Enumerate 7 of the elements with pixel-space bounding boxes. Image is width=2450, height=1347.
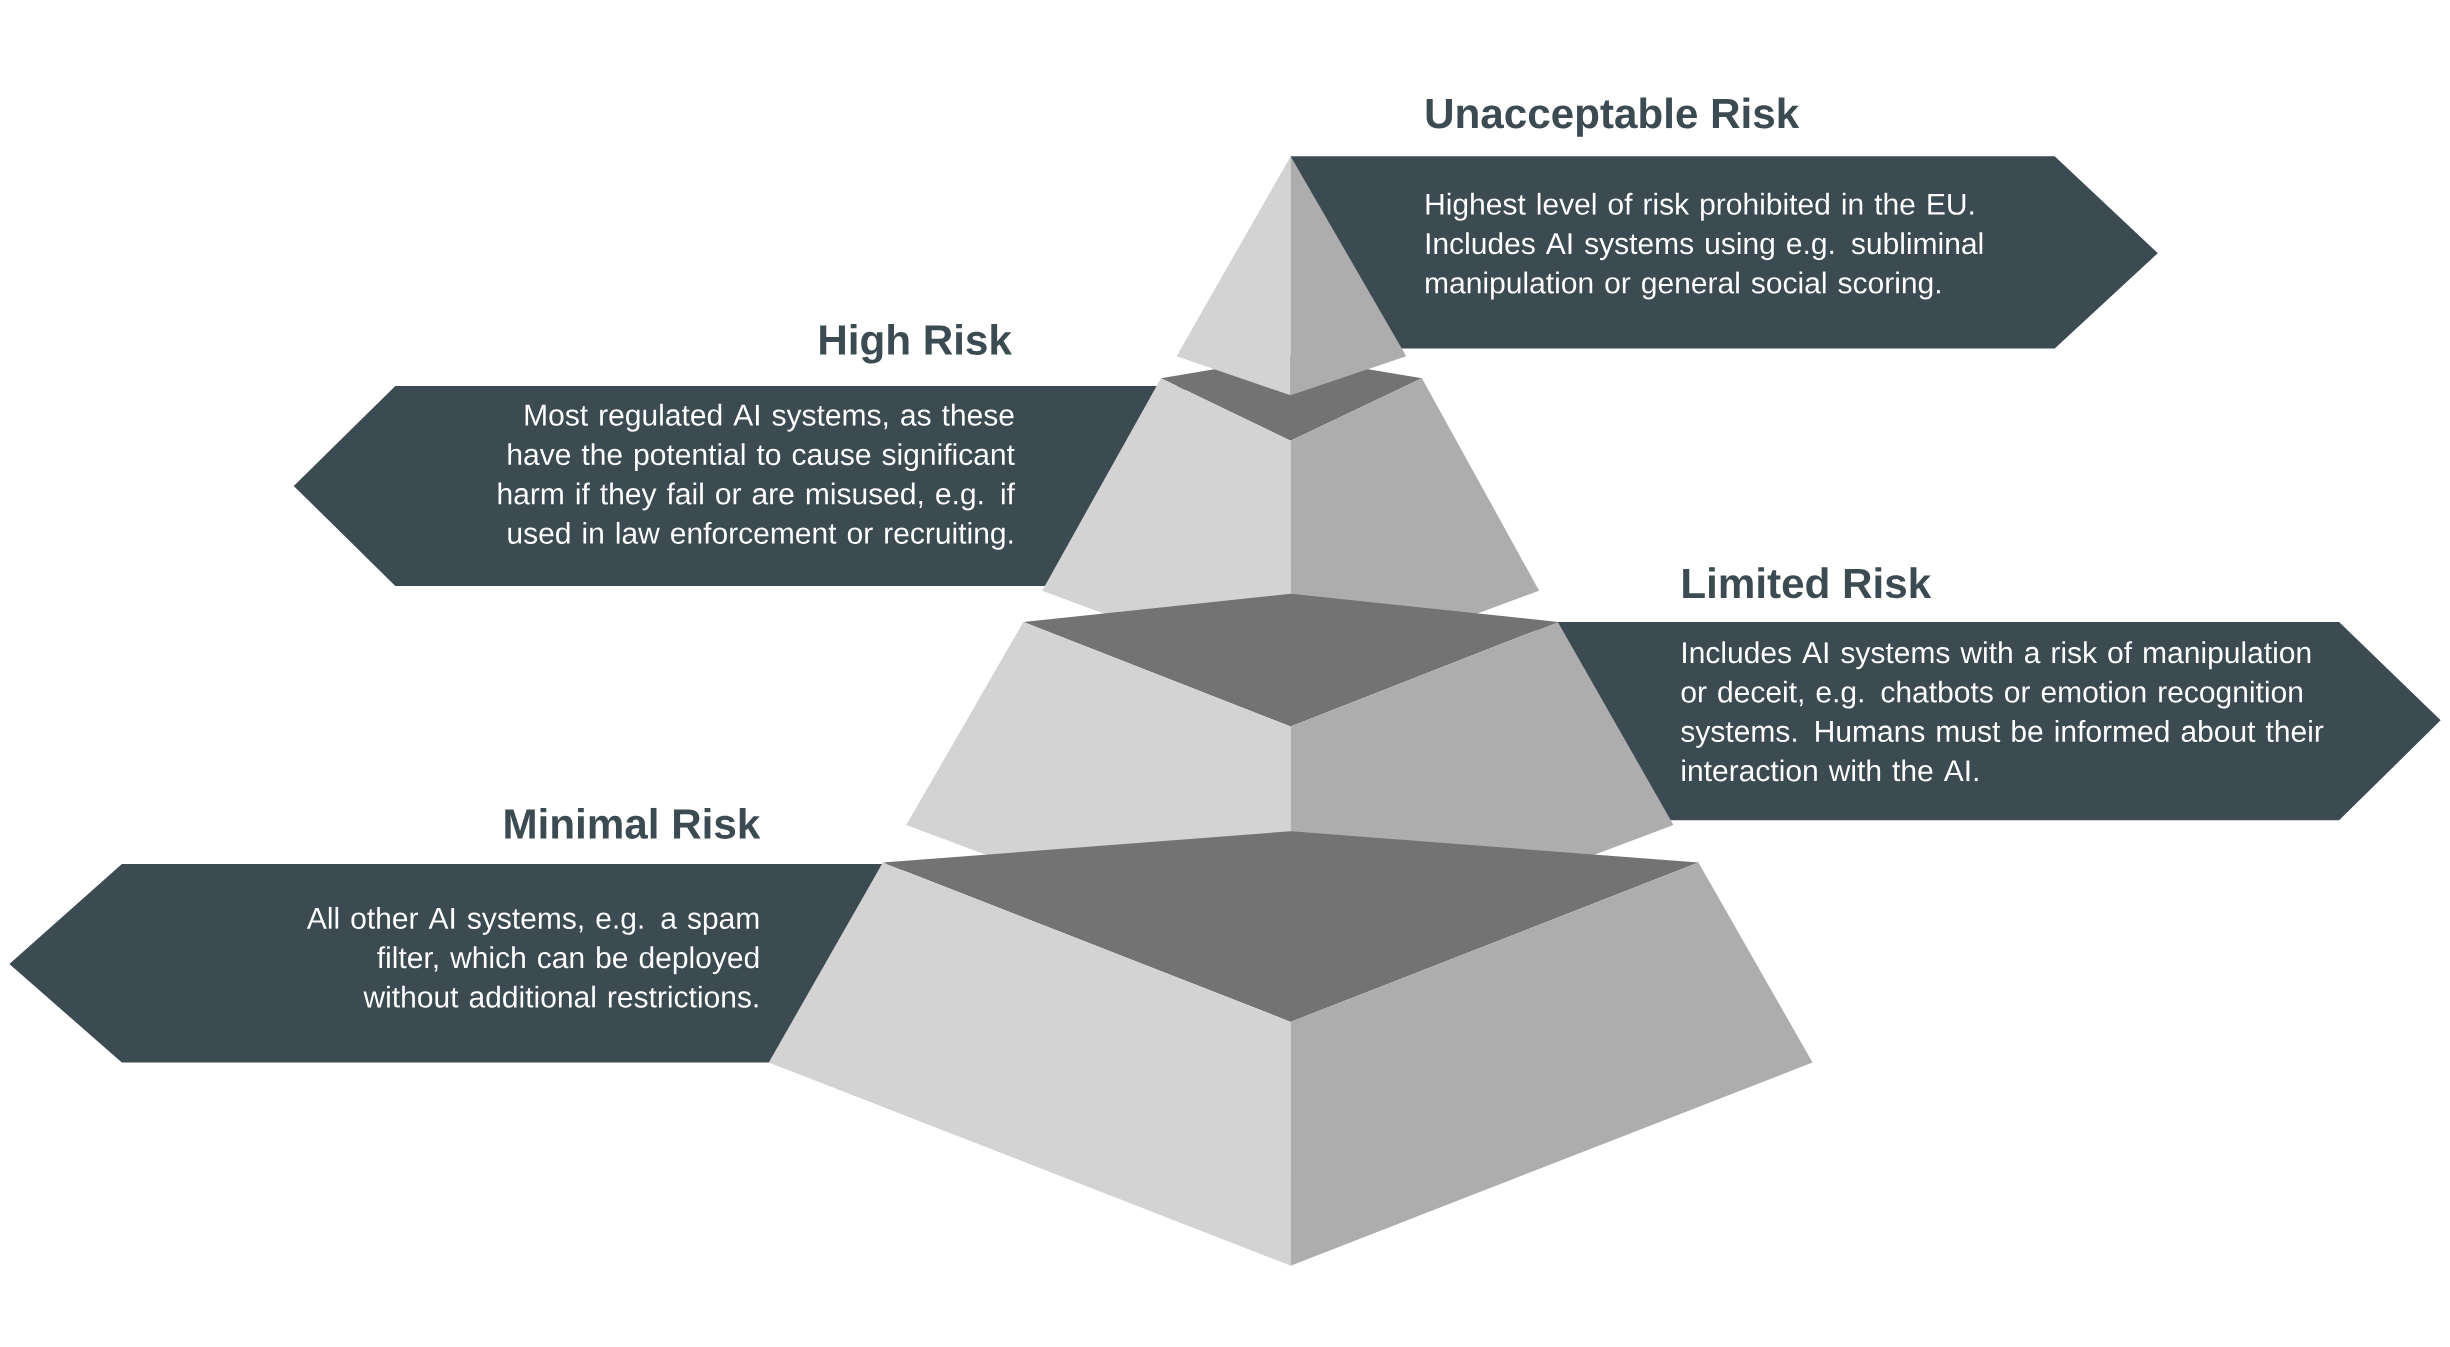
arrow-banner: Includes AI systems with a risk of manipulation or deceit, e.g. chatbots or emotion recognition systems. Humans must be informed about their interaction with the AI.: [1531, 621, 2441, 821]
banner-heading: Minimal Risk: [505, 808, 761, 839]
arrow-banner: Highest level of risk prohibited in the EU. Includes AI systems using e.g. subliminal manipulation or general social scoring.: [1290, 156, 2158, 349]
banner-heading: Unacceptable Risk: [1426, 97, 1800, 137]
banner-heading: High Risk: [820, 324, 1012, 364]
arrow-banner: All other AI systems, e.g. a spam filter, which can be deployed without additional restrictions.: [9, 864, 907, 1063]
banner-heading: Limited Risk: [1683, 567, 1932, 599]
